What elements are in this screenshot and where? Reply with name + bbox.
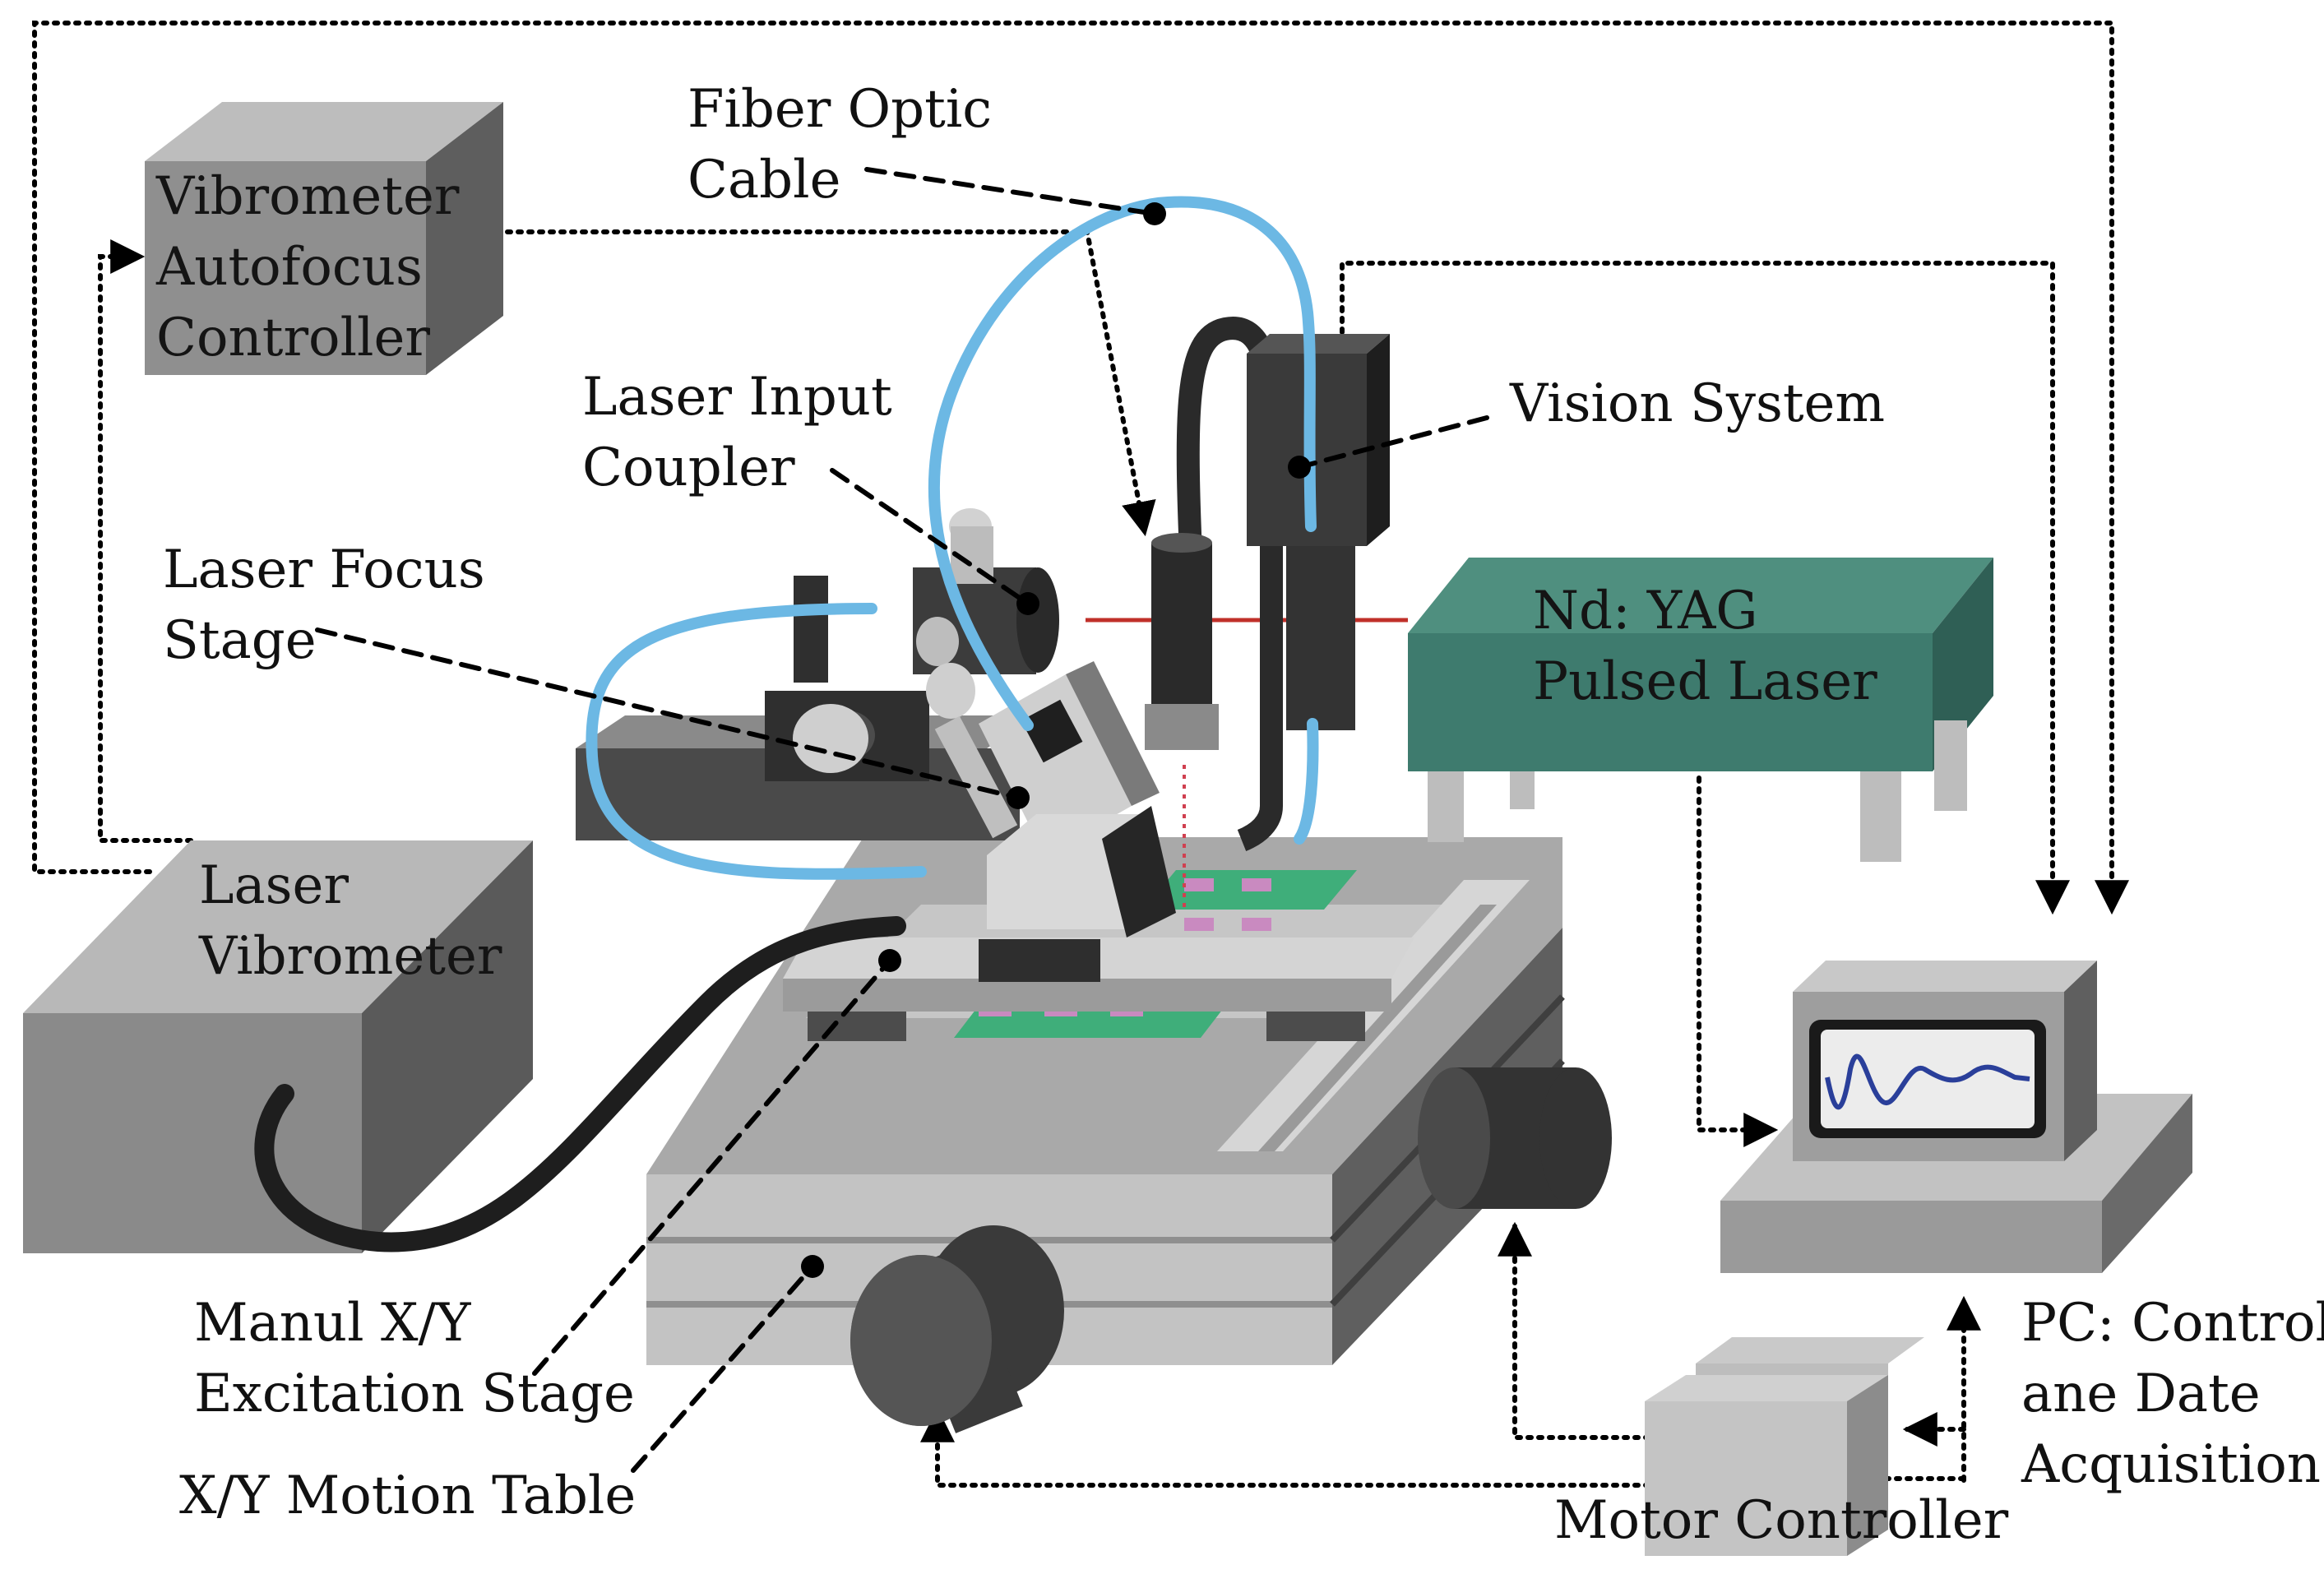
leader-lines (315, 167, 1489, 1473)
label-line: Coupler (582, 438, 795, 498)
label-vision-system: Vision System (1510, 368, 1885, 439)
label-laser-vibrometer: Laser Vibrometer (199, 850, 502, 992)
excitation-stage-leader (532, 958, 892, 1376)
label-line: X/Y Motion Table (179, 1465, 637, 1526)
vibrometer-head (1145, 317, 1283, 851)
vision-to-pc-line (1340, 261, 2070, 915)
fiber-optic-leader (864, 167, 1157, 216)
focus-stage-leader (315, 627, 1021, 800)
motor-controller-box (1645, 1337, 1924, 1556)
input-coupler-leader (830, 468, 1030, 606)
label-line: Controller (156, 308, 430, 368)
label-xy-motion-table: X/Y Motion Table (179, 1461, 636, 1531)
label-line: Manul X/Y (194, 1293, 471, 1354)
label-line: Stage (163, 610, 317, 671)
label-line: Autofocus (156, 237, 423, 298)
leader-dots (801, 202, 1311, 1278)
front-motor (850, 1225, 1064, 1433)
label-line: Acquisition (2021, 1434, 2321, 1495)
label-laser-focus-stage: Laser Focus Stage (163, 535, 485, 676)
label-laser-input-coupler: Laser Input Coupler (582, 362, 892, 503)
pc-waveform (1825, 1053, 2030, 1110)
right-motor (1418, 1067, 1612, 1209)
motor-to-front-motor-line (920, 1407, 1662, 1488)
excitation-stage (783, 938, 1414, 1041)
label-line: Fiber Optic (687, 79, 993, 140)
label-line: Pulsed Laser (1533, 651, 1877, 712)
label-autofocus-controller: Vibrometer Autofocus Controller (156, 161, 459, 373)
fiber-optic-cable (586, 196, 1319, 880)
label-line: Excitation Stage (194, 1363, 635, 1424)
nd-yag-laser-box (1408, 558, 1993, 862)
label-line: Laser Input (582, 367, 892, 428)
label-nd-yag-laser: Nd: YAG Pulsed Laser (1533, 576, 1877, 717)
motion-table-leader (631, 1264, 815, 1473)
pc-computer (1720, 961, 2192, 1273)
label-line: Laser Focus (163, 539, 485, 600)
laser-to-pc-line (1697, 775, 1779, 1147)
label-excitation-stage: Manul X/Y Excitation Stage (194, 1288, 635, 1429)
vibrometer-to-pc-line (32, 21, 2129, 915)
label-line: Vibrometer (156, 166, 460, 227)
label-fiber-optic-cable: Fiber Optic Cable (687, 74, 992, 215)
label-line: ane Date (2021, 1363, 2261, 1424)
label-pc-control: PC: Control ane Date Acquisition (2021, 1288, 2324, 1500)
vibrometer-cable (254, 916, 906, 1252)
label-line: PC: Control (2021, 1293, 2324, 1354)
label-line: Laser (199, 855, 349, 916)
vision-system-leader (1297, 415, 1489, 470)
label-line: Cable (687, 150, 841, 211)
label-line: Vibrometer (199, 926, 502, 987)
label-line: Motor Controller (1554, 1490, 2009, 1551)
label-motor-controller: Motor Controller (1554, 1485, 2008, 1556)
label-line: Nd: YAG (1533, 581, 1758, 641)
label-line: Vision System (1510, 373, 1886, 434)
vibrometer-to-autofocus-line (98, 239, 193, 843)
autofocus-controller-box (145, 102, 503, 375)
motor-to-right-motor-line (1498, 1221, 1662, 1440)
